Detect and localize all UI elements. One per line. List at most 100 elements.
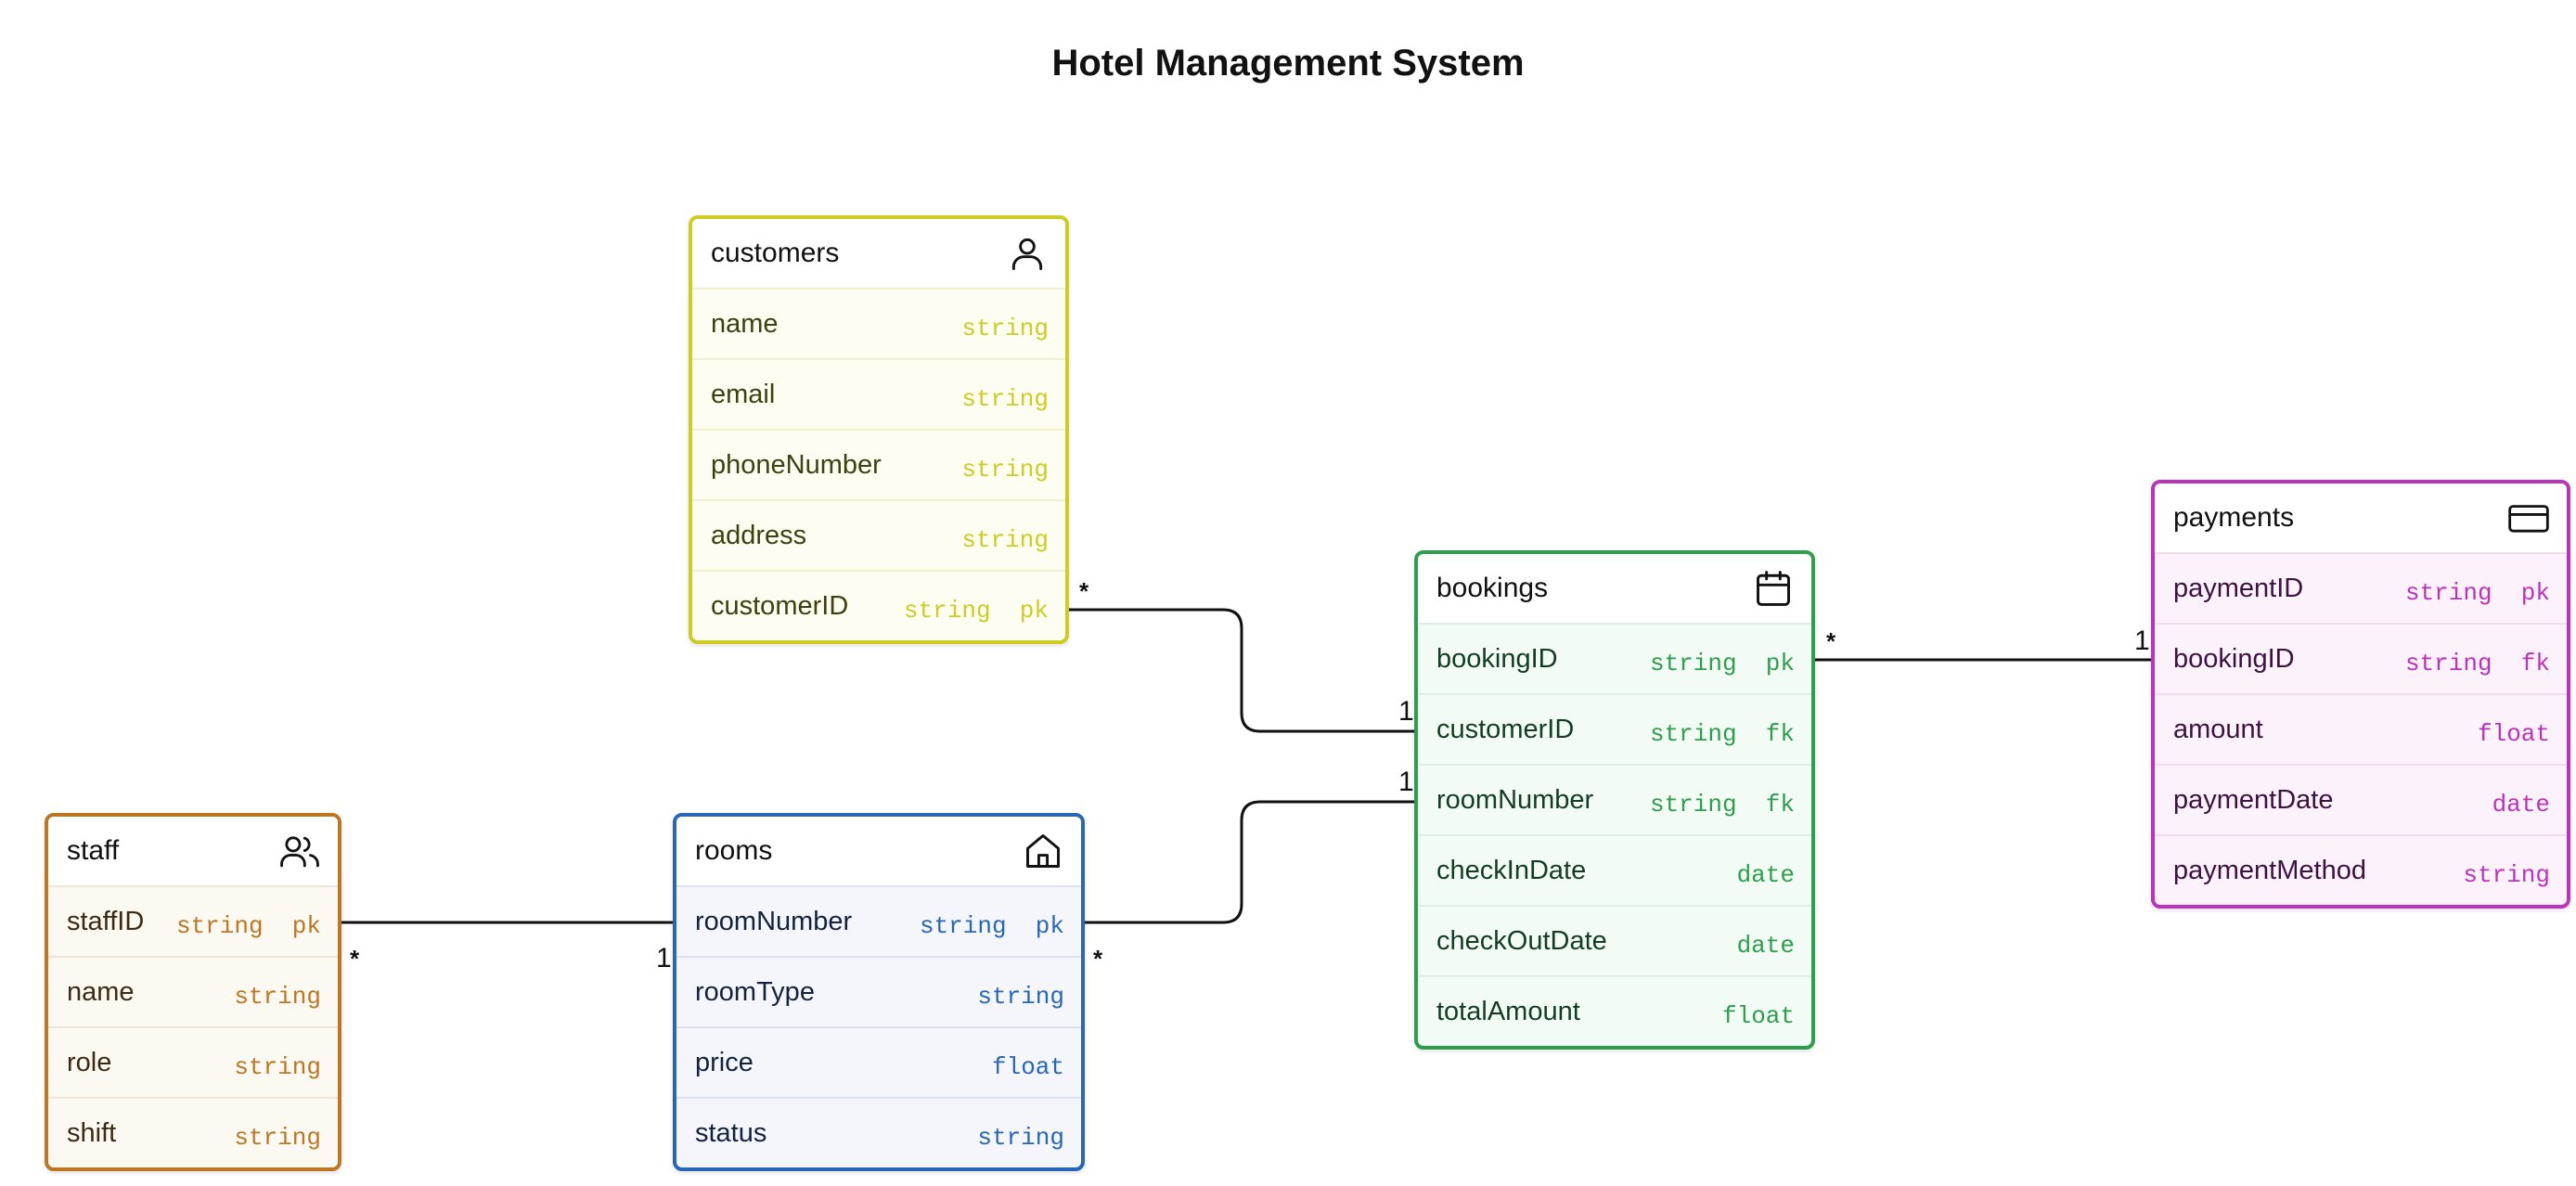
cardinality-label: 1: [1398, 767, 1414, 797]
entity-header: rooms: [676, 817, 1081, 885]
link-rooms-bookings: [1075, 800, 1425, 924]
field-row[interactable]: phoneNumber string: [692, 429, 1065, 499]
entity-title: staff: [67, 835, 120, 866]
field-type: string pk: [919, 912, 1064, 940]
field-name: bookingID: [1436, 643, 1558, 674]
field-type: string: [977, 1124, 1064, 1152]
field-name: roomNumber: [695, 906, 853, 936]
field-type: string: [2463, 861, 2550, 889]
field-name: price: [695, 1047, 753, 1077]
field-type: date: [1736, 932, 1795, 960]
field-type: string: [234, 1053, 321, 1081]
cardinality-label: 1: [1398, 696, 1414, 727]
field-type: string: [234, 983, 321, 1011]
field-row[interactable]: roomType string: [676, 956, 1081, 1026]
field-row[interactable]: paymentMethod string: [2155, 834, 2567, 905]
field-type: string: [961, 385, 1049, 413]
cardinality-label: *: [1079, 577, 1089, 605]
field-name: phoneNumber: [711, 449, 882, 480]
field-row[interactable]: paymentDate date: [2155, 764, 2567, 834]
field-row[interactable]: shift string: [48, 1097, 338, 1167]
users-icon: [278, 830, 321, 872]
entity-payments[interactable]: payments paymentID string pk bookingID stri…: [2151, 480, 2570, 909]
field-name: staffID: [67, 906, 145, 936]
field-row[interactable]: status string: [676, 1097, 1081, 1167]
field-type: string: [977, 983, 1064, 1011]
field-row[interactable]: roomNumber string fk: [1418, 764, 1811, 834]
field-name: paymentDate: [2173, 784, 2334, 815]
entity-title: bookings: [1436, 573, 1549, 603]
field-name: checkOutDate: [1436, 925, 1607, 956]
field-type: string fk: [2404, 650, 2550, 677]
field-name: customerID: [711, 590, 849, 621]
link-customers-bookings: [1058, 608, 1425, 733]
field-type: date: [2492, 791, 2550, 819]
field-name: roomNumber: [1436, 784, 1594, 815]
field-type: date: [1736, 861, 1795, 889]
cardinality-label: *: [1826, 627, 1836, 655]
field-row[interactable]: bookingID string pk: [1418, 623, 1811, 693]
home-icon: [1022, 830, 1064, 872]
entity-title: payments: [2173, 502, 2295, 533]
entity-header: payments: [2155, 483, 2567, 552]
field-name: shift: [67, 1117, 117, 1148]
field-type: string: [961, 315, 1049, 342]
field-name: amount: [2173, 714, 2263, 744]
entity-header: bookings: [1418, 554, 1811, 623]
field-row[interactable]: price float: [676, 1026, 1081, 1097]
entity-rooms[interactable]: rooms roomNumber string pk roomType string p…: [673, 813, 1085, 1171]
entity-header: staff: [48, 817, 338, 885]
field-row[interactable]: totalAmount float: [1418, 975, 1811, 1046]
calendar-icon: [1752, 567, 1795, 610]
field-row[interactable]: roomNumber string pk: [676, 885, 1081, 956]
field-row[interactable]: address string: [692, 499, 1065, 570]
field-name: name: [67, 976, 135, 1007]
field-name: paymentMethod: [2173, 855, 2366, 885]
field-type: string pk: [2404, 579, 2550, 607]
field-name: customerID: [1436, 714, 1575, 744]
cardinality-label: *: [350, 945, 360, 973]
field-row[interactable]: customerID string fk: [1418, 693, 1811, 764]
field-name: roomType: [695, 976, 815, 1007]
entity-header: customers: [692, 219, 1065, 288]
field-name: role: [67, 1047, 112, 1077]
field-name: bookingID: [2173, 643, 2295, 674]
field-name: paymentID: [2173, 573, 2304, 603]
field-row[interactable]: role string: [48, 1026, 338, 1097]
field-type: string fk: [1649, 720, 1795, 748]
entity-title: rooms: [695, 835, 773, 866]
field-name: address: [711, 520, 807, 550]
field-row[interactable]: bookingID string fk: [2155, 623, 2567, 693]
field-row[interactable]: customerID string pk: [692, 570, 1065, 640]
field-row[interactable]: paymentID string pk: [2155, 552, 2567, 623]
field-name: name: [711, 308, 779, 339]
field-type: string fk: [1649, 791, 1795, 819]
field-row[interactable]: amount float: [2155, 693, 2567, 764]
field-row[interactable]: name string: [48, 956, 338, 1026]
entity-title: customers: [711, 238, 840, 268]
field-type: string pk: [1649, 650, 1795, 677]
diagram-title: Hotel Management System: [1051, 43, 1525, 84]
field-name: status: [695, 1117, 767, 1148]
credit-card-icon: [2507, 496, 2550, 539]
field-type: string: [961, 456, 1049, 483]
field-type: string: [961, 526, 1049, 554]
field-type: float: [991, 1053, 1064, 1081]
field-row[interactable]: checkInDate date: [1418, 834, 1811, 905]
field-type: string: [234, 1124, 321, 1152]
person-icon: [1006, 232, 1049, 275]
field-type: float: [2477, 720, 2550, 748]
entity-bookings[interactable]: bookings bookingID string pk customerID str…: [1414, 550, 1815, 1050]
field-name: totalAmount: [1436, 996, 1580, 1026]
field-type: string pk: [175, 912, 321, 940]
entity-staff[interactable]: staff staffID string pk name string role stri…: [45, 813, 341, 1171]
field-type: float: [1721, 1002, 1795, 1030]
field-name: checkInDate: [1436, 855, 1587, 885]
field-type: string pk: [903, 597, 1049, 625]
field-row[interactable]: checkOutDate date: [1418, 905, 1811, 975]
field-row[interactable]: name string: [692, 288, 1065, 358]
field-row[interactable]: staffID string pk: [48, 885, 338, 956]
cardinality-label: *: [1093, 945, 1103, 973]
